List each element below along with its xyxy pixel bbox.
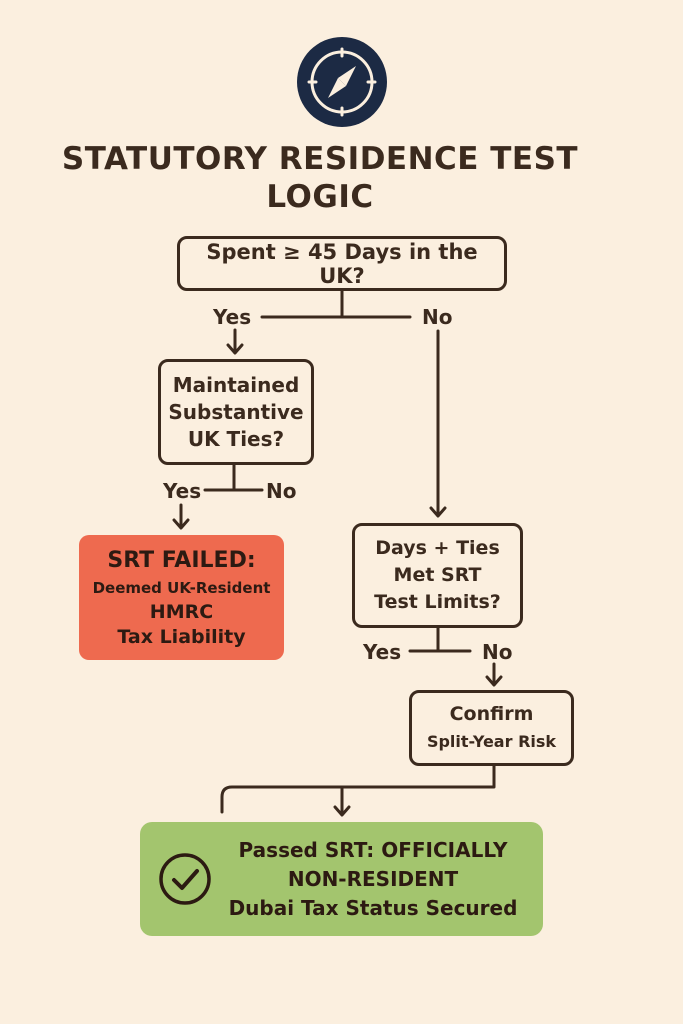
- confirm-line-1: Confirm: [449, 703, 534, 725]
- passed-srt-line-2: NON-RESIDENT: [287, 867, 459, 891]
- passed-srt-line-3: Dubai Tax Status Secured: [228, 896, 518, 920]
- label-no-3: No: [482, 640, 513, 664]
- arrowhead-ties: [226, 343, 244, 355]
- passed-srt-node: Passed SRT: OFFICIALLY NON-RESIDENT Duba…: [140, 822, 543, 936]
- limits-question-line-2: Met SRT: [393, 564, 482, 586]
- srt-failed-node: SRT FAILED: Deemed UK-Resident HMRC Tax …: [79, 535, 284, 660]
- check-circle-icon: [159, 853, 211, 905]
- arrowhead-pass: [333, 805, 351, 817]
- confirm-line-2: Split-Year Risk: [426, 732, 557, 751]
- label-no-1: No: [422, 305, 453, 329]
- arrowhead-limits: [429, 506, 447, 518]
- label-yes-3: Yes: [363, 640, 402, 664]
- days-question-node: Spent ≥ 45 Days in the UK?: [177, 236, 507, 291]
- passed-srt-text: Passed SRT: OFFICIALLY NON-RESIDENT Duba…: [218, 836, 528, 923]
- compass-icon: [297, 37, 387, 127]
- title-line-1: STATUTORY RESIDENCE TEST: [61, 141, 579, 177]
- label-yes-1: Yes: [213, 305, 252, 329]
- label-yes-2: Yes: [163, 479, 202, 503]
- ties-question-node: Maintained Substantive UK Ties?: [158, 359, 314, 465]
- ties-question-line-2: Substantive: [168, 399, 304, 424]
- srt-failed-line-3: Tax Liability: [117, 625, 246, 648]
- srt-failed-line-1: Deemed UK-Resident: [92, 578, 271, 597]
- arrowhead-confirm: [485, 675, 503, 687]
- page-title: STATUTORY RESIDENCE TEST LOGIC: [40, 140, 600, 216]
- limits-question-line-1: Days + Ties: [375, 537, 500, 559]
- limits-question-line-3: Test Limits?: [374, 591, 501, 613]
- passed-srt-line-1: Passed SRT: OFFICIALLY: [238, 838, 508, 862]
- days-question-text: Spent ≥ 45 Days in the UK?: [206, 239, 478, 288]
- confirm-node: Confirm Split-Year Risk: [409, 690, 574, 766]
- connector-confirm-merge: [220, 763, 496, 814]
- srt-failed-line-2: HMRC: [149, 600, 214, 623]
- ties-question-line-3: UK Ties?: [187, 426, 285, 451]
- limits-question-node: Days + Ties Met SRT Test Limits?: [352, 523, 523, 628]
- ties-question-line-1: Maintained: [172, 372, 300, 397]
- srt-failed-heading: SRT FAILED:: [107, 547, 256, 573]
- title-line-2: LOGIC: [266, 179, 374, 215]
- label-no-2: No: [266, 479, 297, 503]
- arrowhead-failed: [172, 518, 190, 530]
